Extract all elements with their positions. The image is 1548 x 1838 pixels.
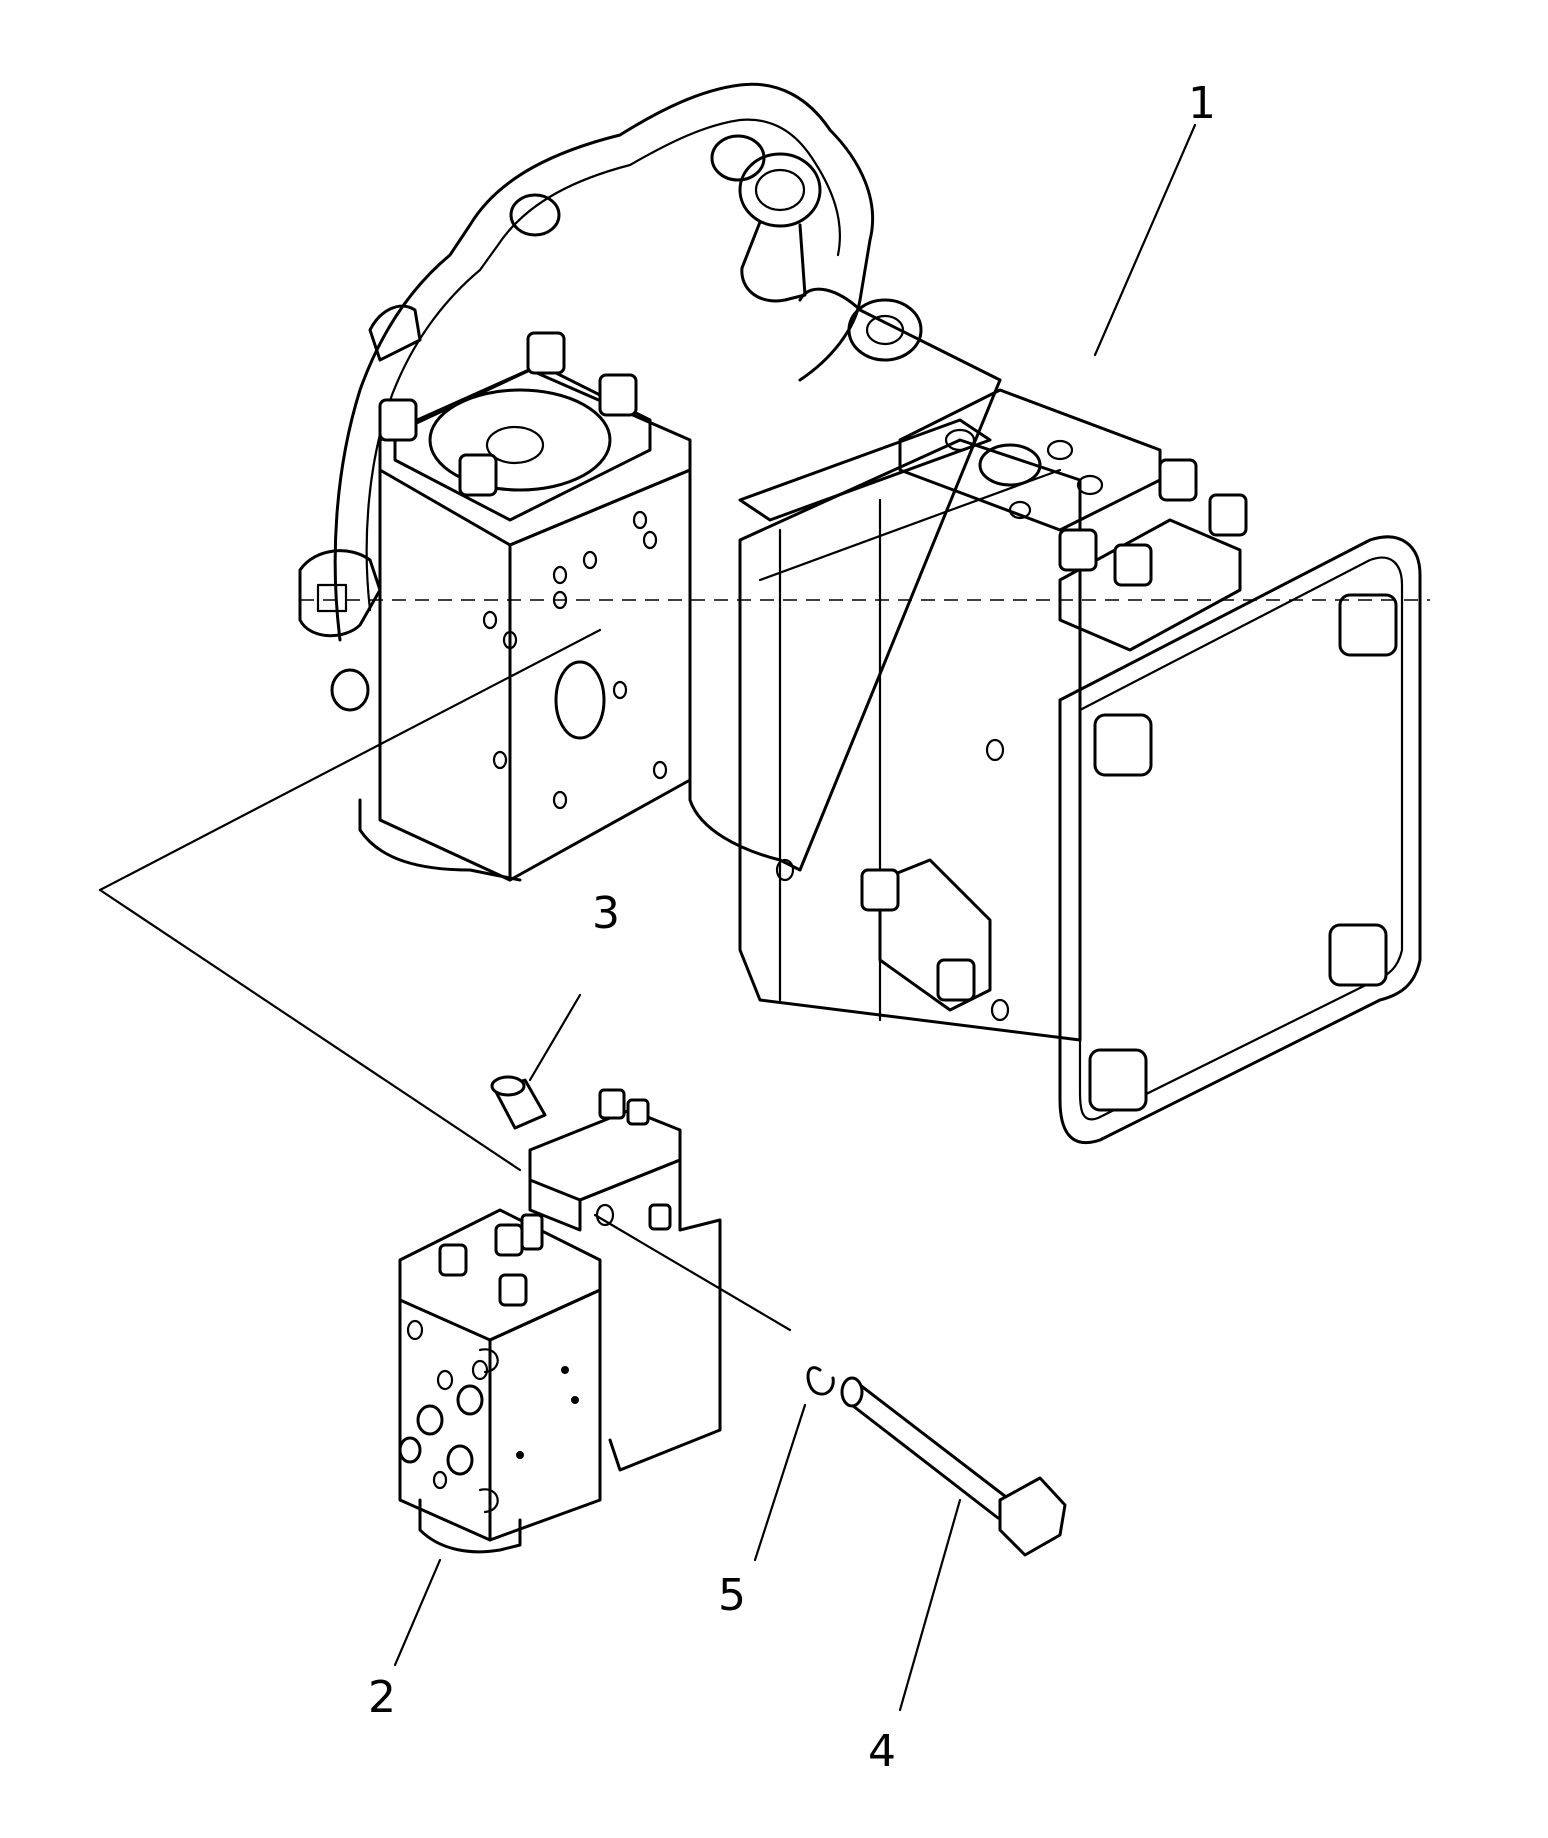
center-body-band — [738, 418, 992, 522]
pump-flange-inner-rim — [365, 118, 842, 612]
pump-rear-flange — [333, 82, 875, 642]
callout-3: 3 — [592, 888, 620, 939]
left-block-base — [358, 798, 522, 882]
side-port-bolts — [860, 868, 976, 1002]
callout-2: 2 — [368, 1672, 396, 1723]
flange-hole — [710, 134, 766, 182]
front-valve-front — [398, 1298, 492, 1542]
flange-hole — [330, 668, 370, 712]
pump-assembly — [298, 82, 1430, 1145]
callout-5: 5 — [718, 1570, 746, 1621]
callout-1: 1 — [1188, 78, 1216, 129]
left-cover-boss — [428, 388, 612, 492]
front-valve-cover-bolts — [438, 1213, 544, 1307]
washer — [806, 1366, 835, 1396]
lifting-eye-hole — [754, 168, 806, 212]
rear-valve-side — [578, 1158, 722, 1472]
callout-4: 4 — [868, 1726, 896, 1777]
left-cover-port — [485, 425, 545, 465]
right-clamp-bolts — [1058, 458, 1248, 587]
side-plug-socket — [316, 583, 348, 613]
right-section-holes — [775, 738, 1010, 1022]
rear-valve-front — [528, 1178, 582, 1232]
center-port — [847, 298, 923, 362]
bolt — [840, 1376, 1067, 1557]
lifting-eye-stem — [740, 220, 807, 303]
side-port-flange — [878, 858, 992, 1012]
explode-lines — [98, 628, 792, 1332]
right-section-front — [738, 438, 1082, 1042]
dowel-pin — [490, 1075, 547, 1130]
front-valve-base — [418, 1498, 522, 1554]
rear-valve-top — [528, 1108, 682, 1202]
flange-hole — [509, 193, 561, 237]
front-knob — [368, 304, 422, 362]
front-valve-holes — [398, 1319, 579, 1514]
left-block-front — [378, 468, 512, 882]
front-valve-side — [488, 1288, 602, 1542]
end-cover — [1058, 535, 1422, 1145]
right-top-block-holes — [944, 428, 1104, 520]
rear-valve-plug — [648, 1203, 672, 1231]
right-section-seam-3 — [758, 468, 1062, 582]
pump-center-body — [688, 287, 1002, 872]
rear-valve-plug — [598, 1088, 626, 1120]
lifting-eye — [738, 152, 822, 228]
valve-block-assembly — [398, 1088, 722, 1554]
rear-valve-plug — [626, 1098, 650, 1126]
left-cover-bolts — [378, 331, 638, 497]
end-cover-rim — [1078, 556, 1404, 1121]
right-clamp — [1058, 518, 1242, 652]
callout-labels: 1 2 3 4 5 — [368, 78, 1216, 1777]
end-cover-bolts — [1088, 593, 1398, 1112]
left-block-side — [508, 468, 692, 882]
center-port-hole — [865, 314, 905, 346]
callout-leaders — [393, 123, 1197, 1712]
rear-valve-hole — [595, 1203, 615, 1227]
